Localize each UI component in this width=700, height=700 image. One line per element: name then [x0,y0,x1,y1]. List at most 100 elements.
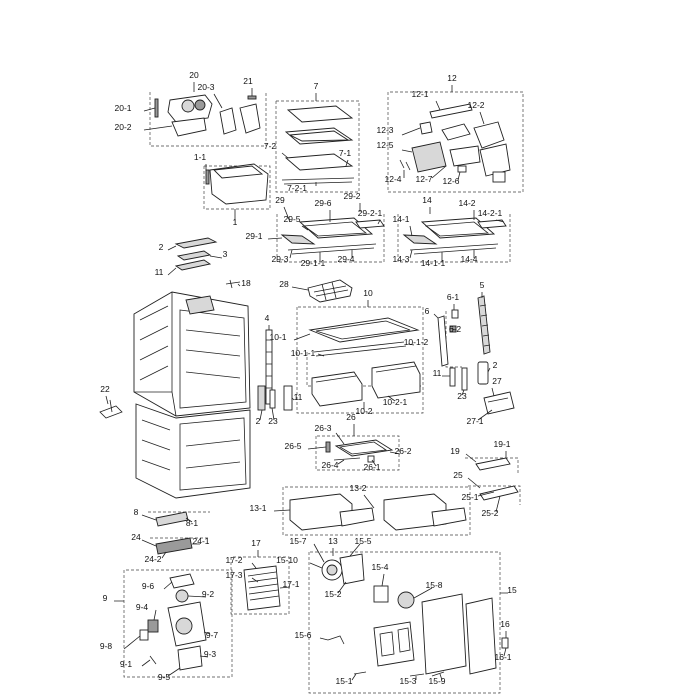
part-9-2 [175,589,189,603]
callout-label-12: 12 [447,73,457,83]
callout-label-15-2: 15-2 [324,589,341,599]
callout-label-4: 4 [265,313,270,323]
callout-label-29-5: 29-5 [283,214,300,224]
callout-label-14: 14 [422,195,432,205]
part-29-frame [302,221,368,237]
leaders-8-24 [141,514,200,559]
part-9-main-wheel [175,617,193,635]
part-9-1 [149,655,157,665]
part-15-10-hub [326,564,338,576]
part-26-1 [367,455,375,463]
callout-label-12-2: 12-2 [467,100,484,110]
callout-label-9-4: 9-4 [136,602,149,612]
callout-label-9-6: 9-6 [142,581,155,591]
part-9-6 [169,573,195,589]
part-28 [307,279,353,303]
part-12-1 [429,103,473,119]
part-23-right [461,367,468,391]
callout-label-15-5: 15-5 [354,536,371,546]
part-14-frame [424,221,490,237]
cabinet-upper-shelf-lines [185,329,241,379]
part-26-4 [333,457,361,461]
small-parts-upper [174,237,353,303]
group-box-8-24 [148,511,210,539]
callout-label-23b: 23 [268,416,278,426]
callout-label-15-7: 15-7 [289,536,306,546]
part-26-5 [325,441,331,453]
callout-label-29-6: 29-6 [314,198,331,208]
callout-label-14-3: 14-3 [392,254,409,264]
callout-label-1-1: 1-1 [194,152,207,162]
group-box-12 [387,91,524,193]
callout-label-27-1: 27-1 [466,416,483,426]
part-21 [239,103,261,134]
callout-label-11c: 11 [294,392,303,402]
callout-label-8: 8 [134,507,139,517]
callout-label-12-4: 12-4 [384,174,401,184]
callout-label-7-2: 7-2 [264,141,277,151]
callout-label-29-2-1: 29-2-1 [358,208,383,218]
group-box-6 [445,311,462,368]
callout-label-13-2: 13-2 [349,483,366,493]
part-13-2-front [431,507,467,527]
leaders-17 [251,550,291,589]
part-15-6 [327,635,345,645]
callout-label-7: 7 [314,81,319,91]
leaders-15 [309,543,508,599]
part-2-right [477,361,489,385]
group-box-9 [123,569,233,678]
callout-label-9-8: 9-8 [100,641,113,651]
part-21-cap [247,95,257,100]
part-8 [155,511,189,527]
callout-label-11b: 11 [433,368,442,378]
callout-label-29-2: 29-2 [343,191,360,201]
part-15-3 [409,673,425,677]
part-14-1 [402,234,438,245]
callout-label-7-2-1: 7-2-1 [287,183,307,193]
part-15-9 [431,671,445,677]
tray-26-parts [325,439,394,463]
callout-label-15-9: 15-9 [428,676,445,686]
part-12-2 [473,121,505,149]
group-box-10 [296,306,424,414]
callout-label-15-8: 15-8 [425,580,442,590]
callout-label-14-2-1: 14-2-1 [478,208,503,218]
part-10-1-1 [313,341,407,357]
callout-label-9-5: 9-5 [158,672,171,682]
callout-label-9: 9 [103,593,108,603]
leaders-26 [307,424,401,467]
leaders-mid [105,325,495,405]
shelf-7-parts [281,105,355,185]
callout-label-14-4: 14-4 [460,254,477,264]
callout-label-17-2: 17-2 [225,555,242,565]
callout-label-9-3: 9-3 [204,649,217,659]
callout-label-16: 16 [500,619,510,629]
callout-label-2c: 2 [256,416,261,426]
part-18 [225,279,241,289]
callout-label-26-4: 26-4 [321,460,338,470]
part-12-tube [441,123,471,141]
callout-label-14-2: 14-2 [458,198,475,208]
part-17-fins [247,571,280,601]
callout-label-5: 5 [480,280,485,290]
group-box-19-25 [465,457,521,505]
callout-label-27: 27 [492,376,502,386]
part-1-lid [213,165,264,179]
part-15-2 [339,553,365,585]
callout-label-2b: 2 [493,360,498,370]
cabinet-upper-interior [179,309,247,409]
drawer-13-parts [289,493,467,531]
part-12-cover [492,171,506,183]
part-14-glass [420,217,496,239]
part-15-4 [373,585,389,603]
rail-parts [437,295,491,391]
cabinet-lower [135,403,251,499]
group-box-26 [315,435,400,471]
group-box-17 [230,556,290,615]
callout-label-26-2: 26-2 [394,446,411,456]
callout-label-26-3: 26-3 [314,423,331,433]
part-10-2-left [311,371,363,407]
callout-label-25-2: 25-2 [481,508,498,518]
